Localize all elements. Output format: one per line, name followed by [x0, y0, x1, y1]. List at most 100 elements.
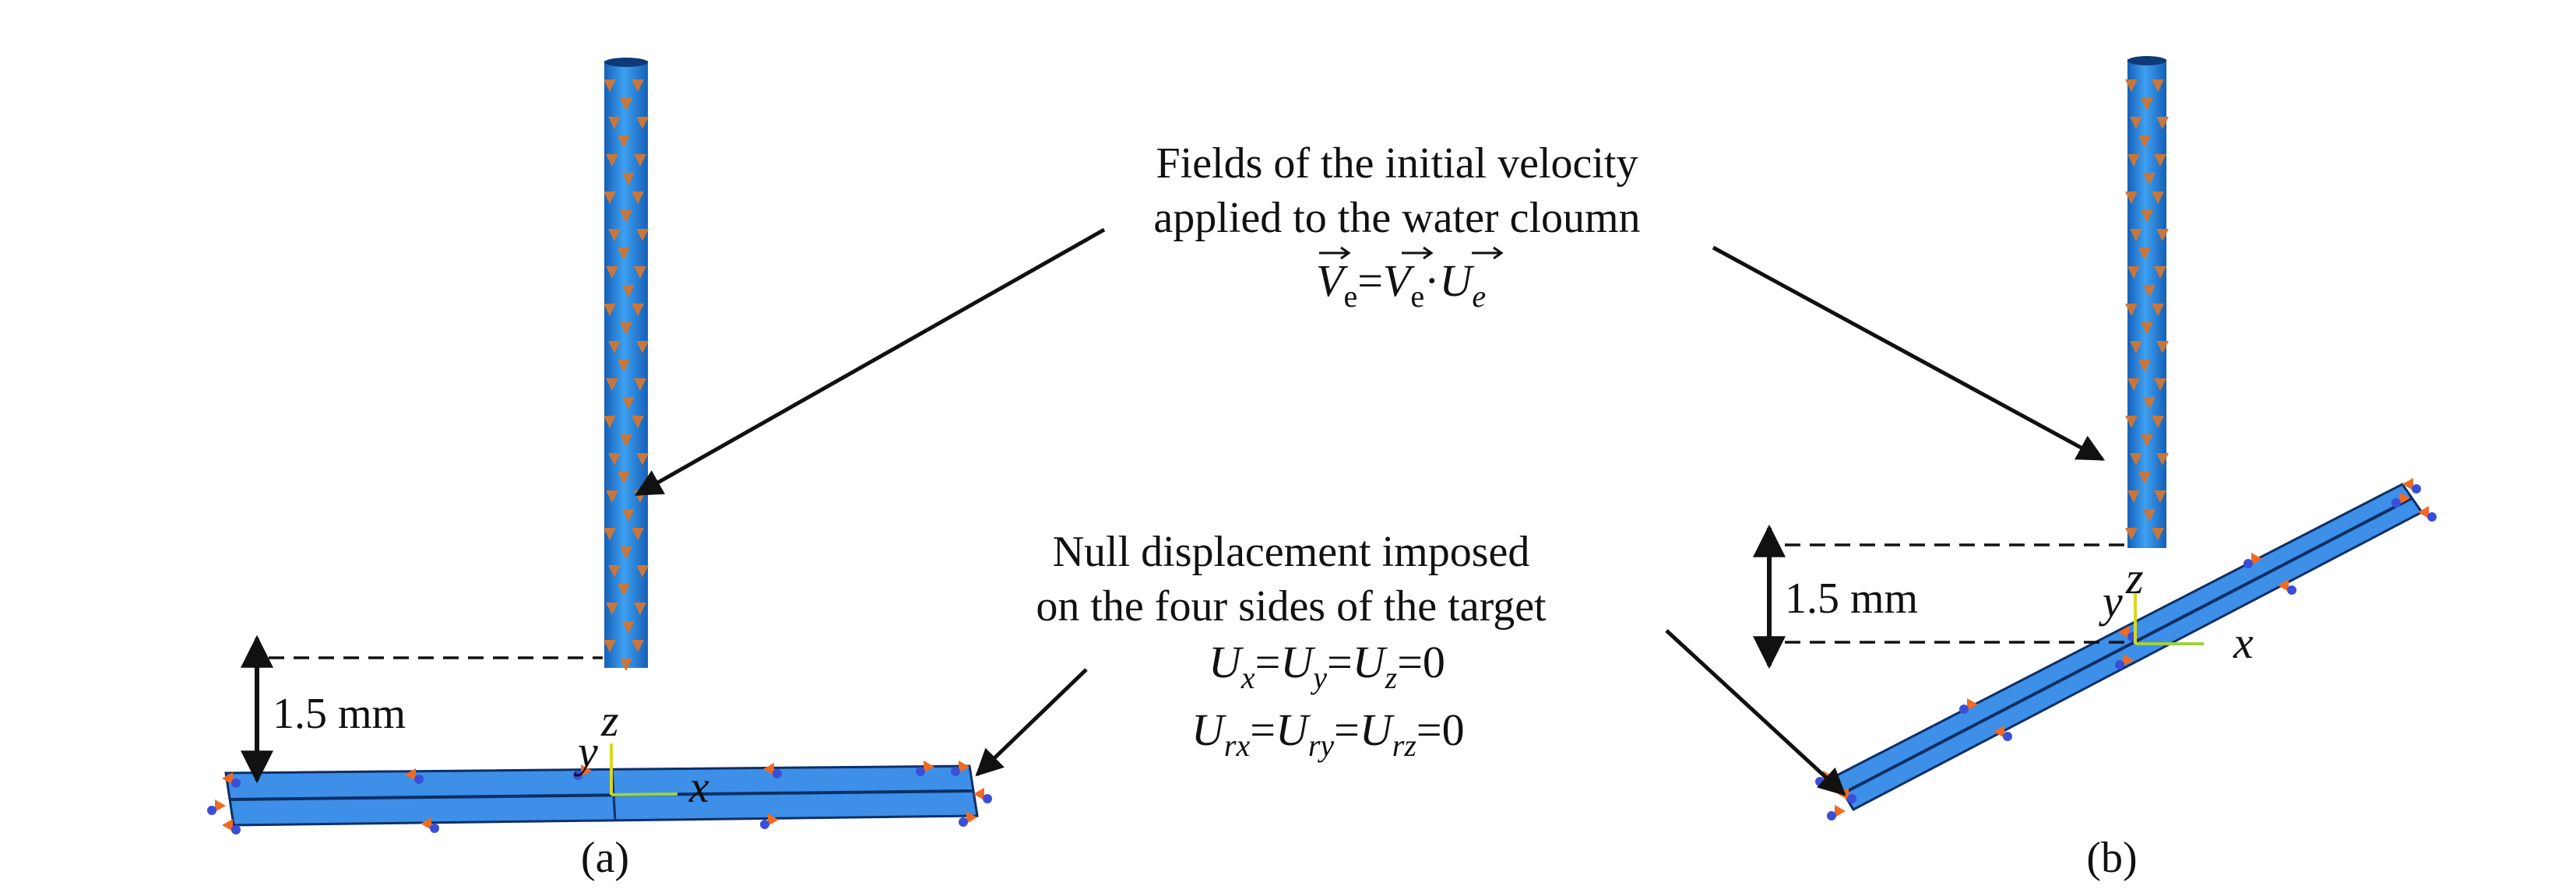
velocity-arrow-glyph [2152, 528, 2164, 540]
caption-b: (b) [2086, 834, 2137, 882]
velocity-arrow-glyph [2127, 378, 2140, 391]
displacement-annotation: Null displacement imposed on the four si… [975, 528, 1846, 796]
boundary-marker-dot [414, 775, 424, 784]
boundary-marker-dot [2391, 498, 2401, 508]
velocity-arrow-glyph [634, 154, 646, 167]
boundary-marker [768, 813, 779, 826]
velocity-arrow-glyph [2156, 341, 2169, 353]
velocity-arrow-glyph [2143, 397, 2155, 409]
velocity-arrow-glyph [634, 603, 646, 615]
velocity-arrow-glyph [2152, 304, 2164, 316]
velocity-arrow-glyph [636, 341, 649, 353]
velocity-arrow-glyph [620, 98, 632, 111]
velocity-arrow-glyph [2143, 173, 2155, 185]
velocity-arrow-glyph [618, 135, 630, 148]
velocity-arrow-glyph [618, 360, 630, 372]
velocity-arrow-glyph [620, 210, 632, 223]
velocity-arrow-glyph [2130, 453, 2142, 466]
boundary-marker-dot [959, 817, 968, 827]
plate-seam-b [1842, 497, 2412, 795]
boundary-marker [973, 788, 984, 800]
velocity-arrow-glyph [2125, 79, 2138, 92]
velocity-arrow-glyph [2125, 304, 2138, 316]
boundary-marker [2118, 626, 2129, 638]
velocity-formula-text: Ve=Ve·Ue [1316, 255, 1486, 314]
velocity-arrow-glyph [622, 285, 635, 297]
velocity-arrow-glyph [2138, 472, 2151, 484]
boundary-marker [581, 764, 592, 777]
velocity-arrow-glyph [606, 378, 618, 391]
boundary-marker [2278, 579, 2289, 592]
velocity-arrow-glyph [636, 453, 649, 466]
velocity-arrow-glyph [2154, 378, 2166, 391]
velocity-arrow-glyph [2154, 266, 2166, 279]
velocity-arrow-glyph [2143, 509, 2155, 522]
axis-z-label-a: z [600, 695, 619, 746]
velocity-arrow-glyph [634, 266, 646, 279]
gap-dimension-b: 1.5 mm [1753, 524, 2132, 669]
velocity-arrow-glyph [620, 322, 632, 335]
plate-seam-a [229, 789, 974, 801]
velocity-arrow-glyph [604, 79, 616, 92]
velocity-arrow-glyph [2152, 79, 2164, 92]
boundary-marker [2402, 478, 2413, 490]
velocity-arrow-glyph [2156, 117, 2169, 129]
boundary-marker-dot [207, 806, 216, 815]
velocity-arrow-glyph [2125, 416, 2138, 428]
panel-b: 1.5 mm x y z (b) [1753, 56, 2437, 882]
gap-label-b: 1.5 mm [1785, 575, 1918, 623]
displacement-line1: Null displacement imposed [1053, 528, 1530, 576]
velocity-arrow-right [1712, 245, 2106, 462]
velocity-arrow-glyph [2154, 154, 2166, 167]
velocity-arrow-glyph [2156, 453, 2169, 466]
boundary-marker-dot [916, 767, 925, 776]
boundary-marker-dot [772, 769, 782, 778]
velocity-arrow-glyph [622, 397, 635, 409]
gap-label-a: 1.5 mm [273, 690, 406, 738]
boundary-marker-dot [1815, 777, 1825, 786]
velocity-arrow-glyph [606, 154, 618, 167]
velocity-arrow-glyph [622, 173, 635, 185]
boundary-marker [2123, 654, 2134, 666]
velocity-arrow-glyph [620, 546, 632, 559]
velocity-arrow-glyph [2130, 117, 2142, 129]
velocity-arrow-glyph [2141, 434, 2153, 447]
velocity-arrow-glyph [632, 192, 644, 204]
axis-x-label-a: x [688, 761, 709, 812]
velocity-arrow-glyph [632, 79, 644, 92]
velocity-arrow-glyph [2130, 341, 2142, 353]
boundary-marker [222, 819, 233, 831]
velocity-arrow-glyph [636, 229, 649, 241]
velocity-line1: Fields of the initial velocity [1156, 139, 1638, 188]
boundary-marker-dot [231, 825, 241, 835]
velocity-arrow-glyph [622, 509, 635, 522]
translational-constraint: Ux=Uy=Uz=0 [1209, 637, 1445, 695]
column-top-b [2127, 56, 2166, 65]
boundary-marker [421, 817, 431, 830]
velocity-arrow-glyph [2154, 490, 2166, 503]
velocity-arrow-glyph [622, 621, 635, 634]
velocity-arrow-glyph [632, 528, 644, 540]
velocity-arrow-glyph [636, 565, 649, 578]
vector-overarrows [1319, 246, 1504, 260]
velocity-arrow-glyph [2141, 210, 2153, 223]
axes-a: x y z [574, 695, 709, 812]
velocity-arrow-glyph [608, 453, 621, 466]
boundary-marker [1967, 698, 1978, 711]
boundary-marker-dot [430, 824, 439, 833]
velocity-arrow-glyph [604, 640, 616, 652]
velocity-arrow-glyph [2125, 192, 2138, 204]
boundary-marker-dot [2412, 484, 2421, 494]
boundary-marker [1994, 726, 2004, 738]
displacement-arrow-right [1665, 629, 1846, 796]
velocity-arrow-glyph [604, 416, 616, 428]
boundary-marker [405, 768, 416, 781]
velocity-formula: Ve=Ve·Ue [1316, 246, 1504, 314]
velocity-arrow-glyph [618, 248, 630, 260]
panel-a: 1.5 mm x y z (a) [207, 58, 992, 882]
boundary-marker-dot [573, 771, 582, 780]
caption-a: (a) [581, 834, 629, 882]
boundary-marker-dot [2243, 559, 2253, 568]
displacement-line2: on the four sides of the target [1036, 582, 1547, 631]
